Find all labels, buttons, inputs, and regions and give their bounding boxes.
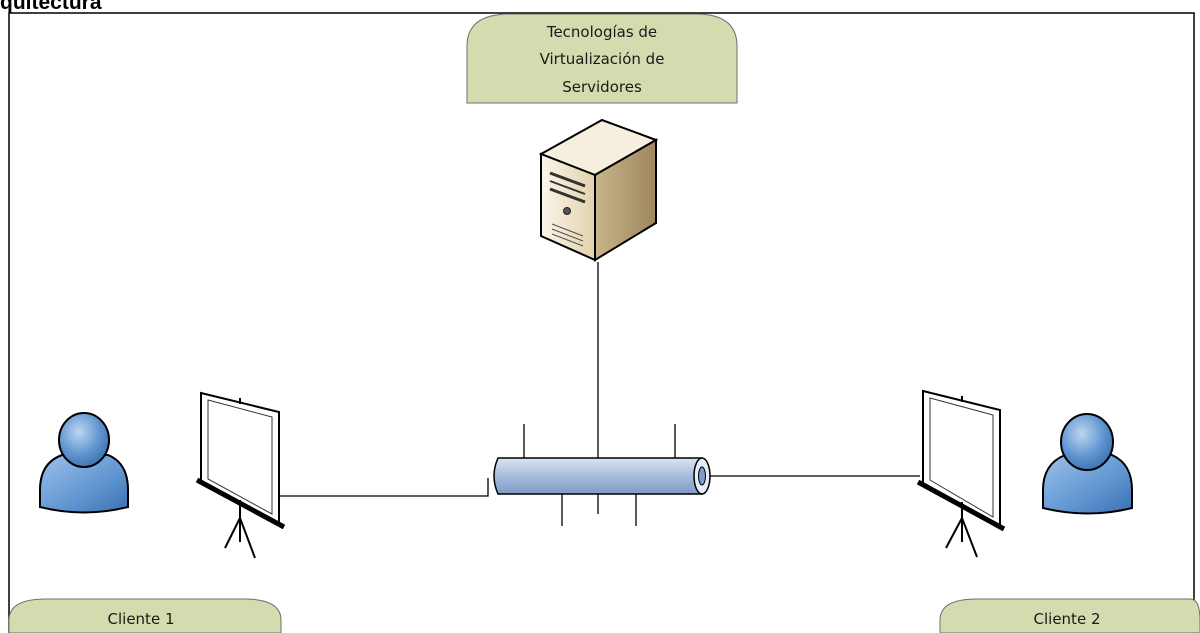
client-2-label: Cliente 2 <box>1034 610 1101 628</box>
page-heading: quitectura <box>0 0 102 14</box>
client-2-person-icon <box>1042 413 1133 515</box>
server-label-line-1: Tecnologías de <box>546 23 657 41</box>
server-label-line-3: Servidores <box>562 78 642 96</box>
client-1-label-tab: Cliente 1 <box>8 598 282 633</box>
network-bus-icon <box>493 457 711 495</box>
client-2-screen-icon <box>916 389 1006 558</box>
client-2-label-tab: Cliente 2 <box>939 598 1200 633</box>
client-1-label: Cliente 1 <box>108 610 175 628</box>
client-1-screen-icon <box>195 391 286 559</box>
server-label-tab: Tecnologías de Virtualización de Servido… <box>466 13 738 104</box>
client-1-connection-line <box>276 478 489 497</box>
client-1-person-icon <box>39 412 129 514</box>
connection-lines <box>276 262 920 526</box>
diagram-frame <box>8 12 1195 633</box>
server-label-line-2: Virtualización de <box>540 50 665 68</box>
server-icon <box>538 118 659 262</box>
